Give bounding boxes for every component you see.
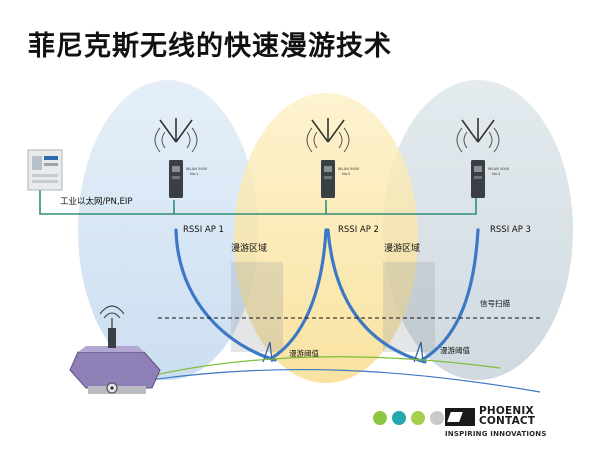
rssi-curve-ap2-left <box>270 228 328 360</box>
rssi-curves <box>174 228 480 364</box>
signal-scan-label: 信号扫描 <box>480 298 510 308</box>
access-point-2-icon <box>306 118 350 198</box>
coverage-cell-1 <box>78 80 258 380</box>
rssi-curve-ap3 <box>420 228 480 362</box>
brand-name: PHOENIX CONTACT <box>479 405 536 427</box>
ap3-label: RSSI AP 3 <box>490 225 531 235</box>
roaming-zone-shade-2 <box>383 262 435 352</box>
brand-dot-green <box>373 411 387 425</box>
phoenix-logo-icon <box>445 408 475 426</box>
roaming-zone-shade-1 <box>231 262 283 352</box>
roaming-threshold-label-1: 漫游阈值 <box>289 348 319 358</box>
industrial-pc-icon <box>27 149 63 191</box>
brand-dot-grey <box>430 411 444 425</box>
ap2-device-line1: WLAN 5000 <box>338 167 360 171</box>
ap1-device-line1: WLAN 5000 <box>186 167 208 171</box>
brand-tagline: INSPIRING INNOVATIONS <box>445 430 547 438</box>
roaming-zone-label-2: 漫游区域 <box>384 242 420 254</box>
roaming-threshold-marker-2 <box>413 341 424 363</box>
brand-name-line1: PHOENIX <box>479 405 534 417</box>
slide-title: 菲尼克斯无线的快速漫游技术 <box>28 31 392 62</box>
network-label: 工业以太网/PN,EIP <box>60 196 133 207</box>
agv-vehicle-icon <box>69 305 161 394</box>
ap3-device-line2: No.3 <box>492 172 500 176</box>
ap2-label: RSSI AP 2 <box>338 225 379 235</box>
access-point-1-icon <box>154 118 198 198</box>
ap1-device-line2: No.1 <box>190 172 198 176</box>
access-point-3-icon <box>456 118 500 198</box>
brand-name-line2: CONTACT <box>479 415 536 427</box>
rssi-curve-ap1 <box>174 228 277 362</box>
roaming-threshold-label-2: 漫游阈值 <box>440 345 470 355</box>
ap3-device-line1: WLAN 5000 <box>488 167 510 171</box>
brand-dot-teal <box>392 411 406 425</box>
rssi-curve-ap2-right <box>326 228 427 364</box>
travel-path-blue <box>149 368 541 393</box>
travel-path-green <box>149 356 501 377</box>
ethernet-line <box>39 188 477 215</box>
ap2-device-line2: No.2 <box>342 172 350 176</box>
ap1-label: RSSI AP 1 <box>183 225 224 235</box>
roaming-threshold-marker-1 <box>262 341 273 363</box>
brand-dot-lime <box>411 411 425 425</box>
roaming-zone-label-1: 漫游区域 <box>231 242 267 254</box>
